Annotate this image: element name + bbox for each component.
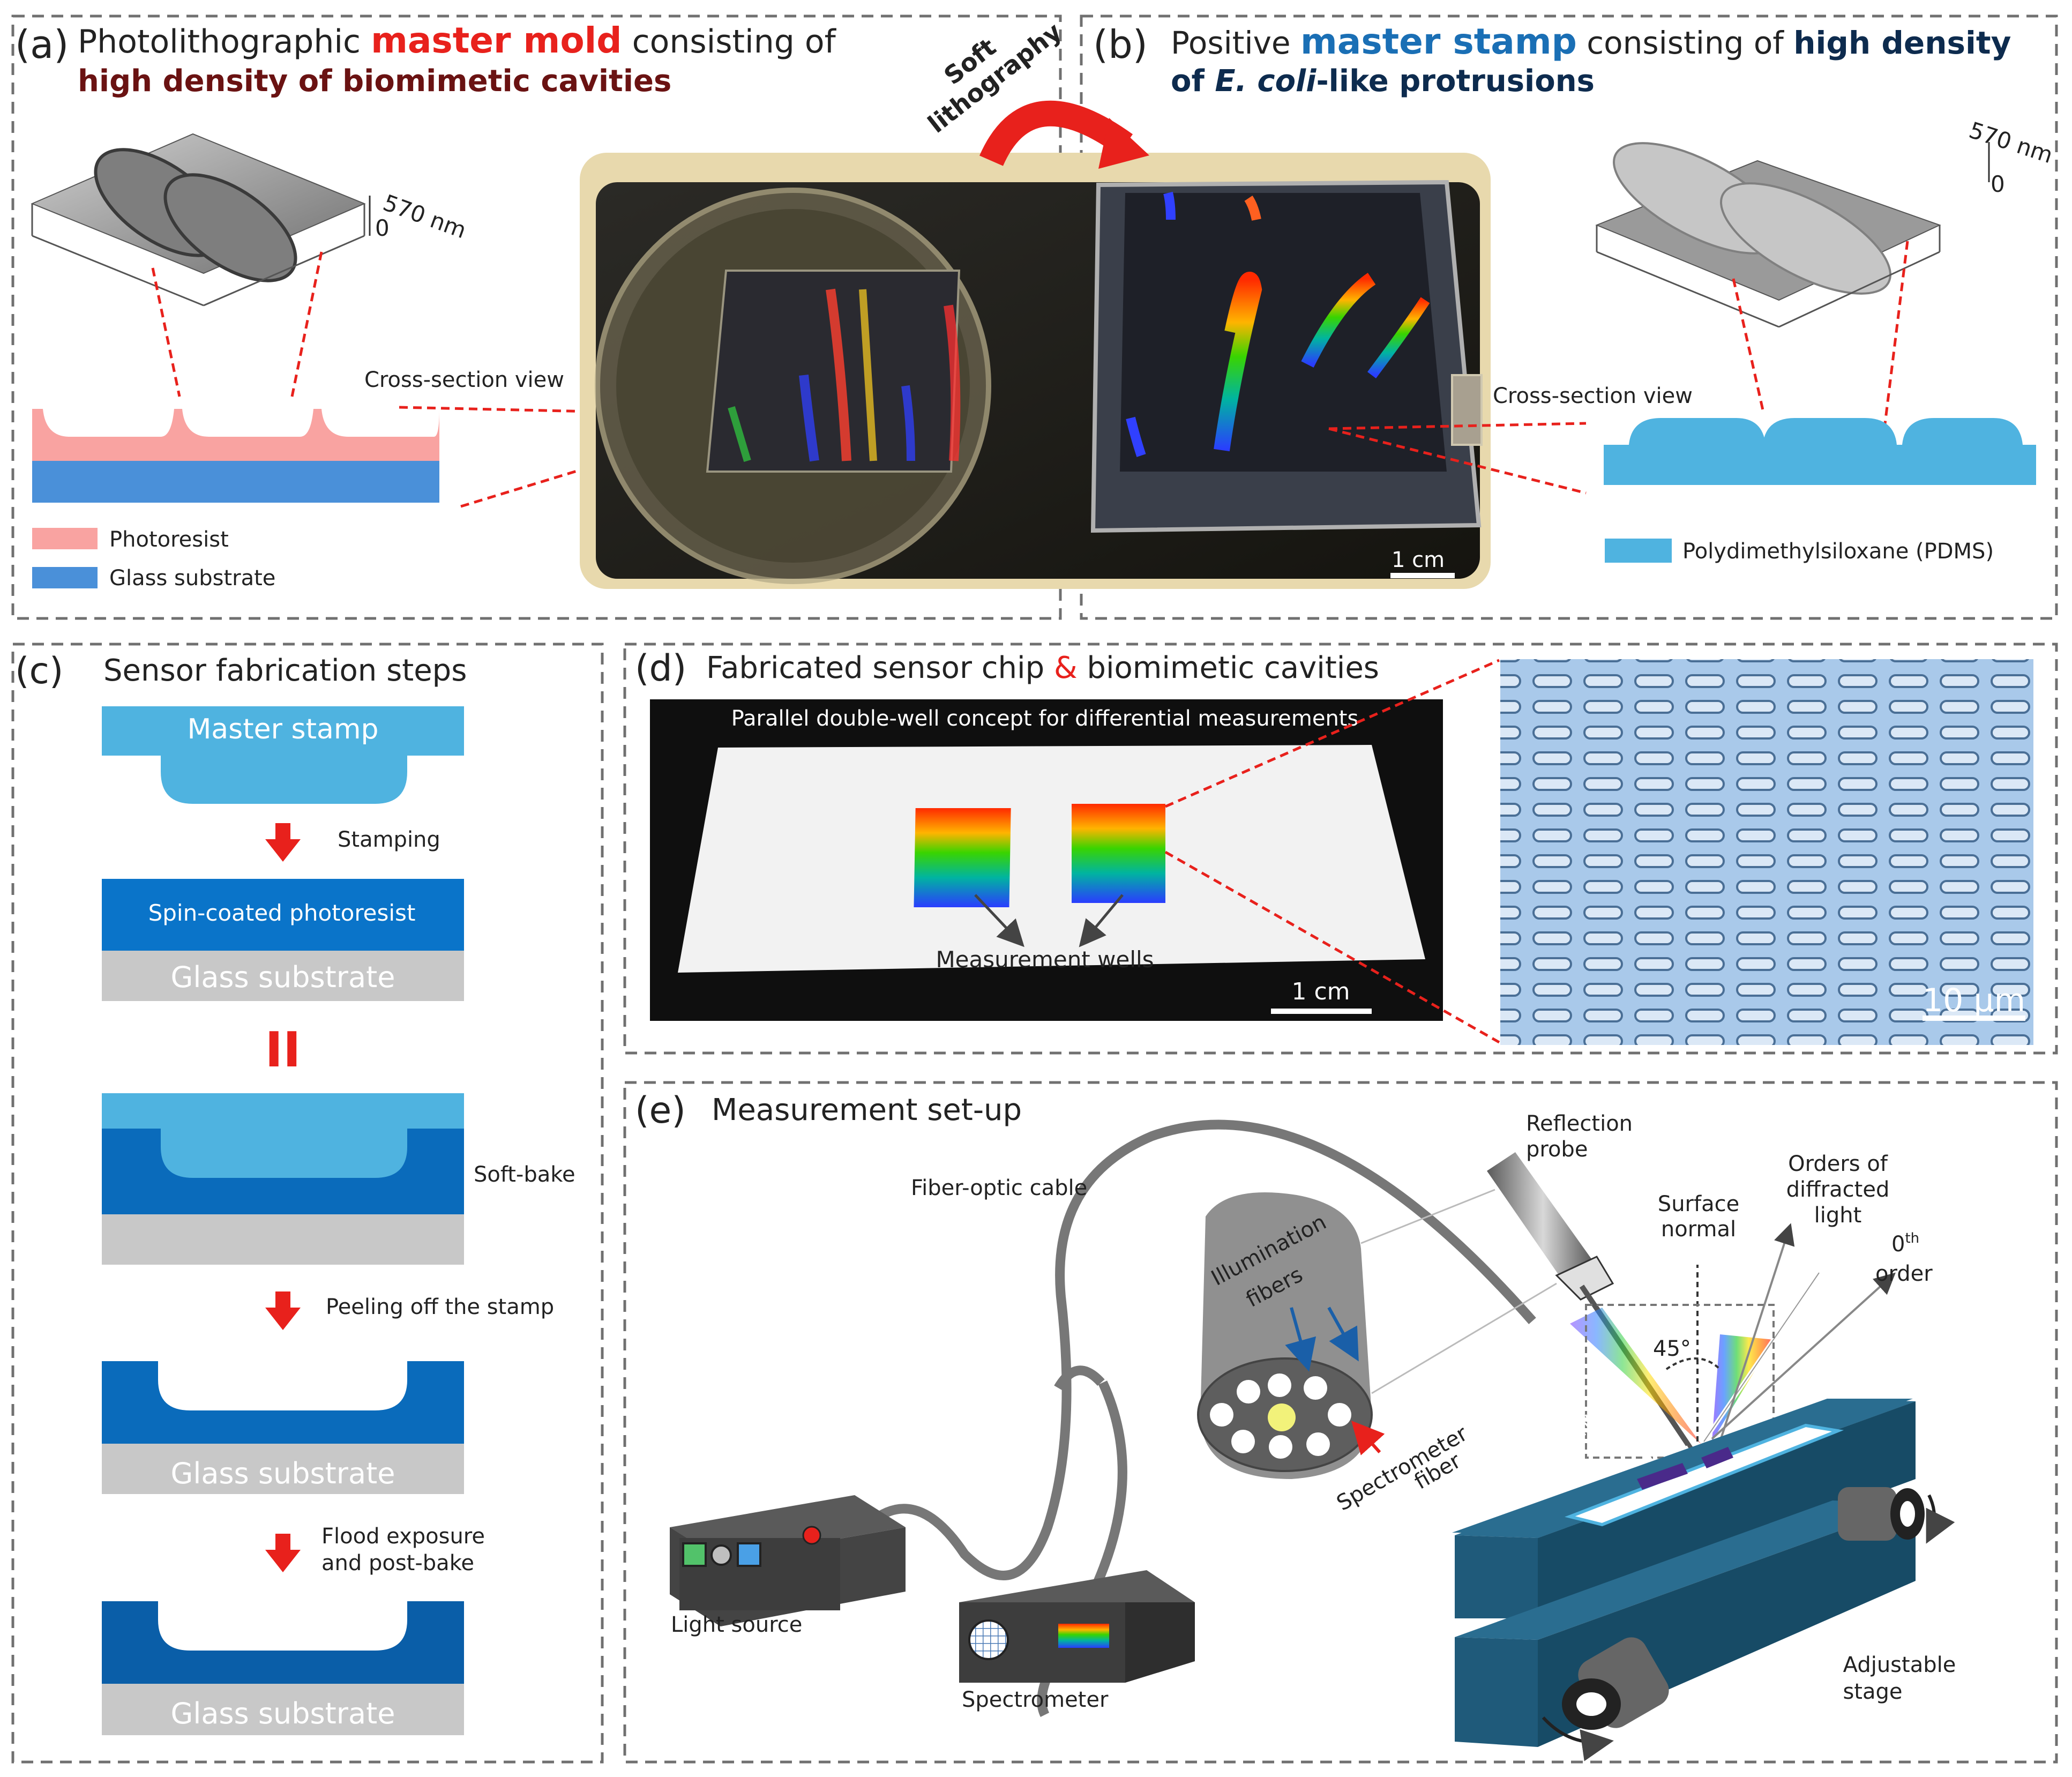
incident-beam	[1570, 1308, 1701, 1444]
angle-label: 45°	[1653, 1337, 1691, 1361]
afm-stamp-surface	[1595, 142, 1990, 328]
panel-b-zero-label: 0	[1991, 171, 2005, 197]
panel-b-height-label: 570 nm	[1966, 117, 2056, 168]
panel-a-letter: (a)	[15, 22, 69, 67]
equals-symbol: II	[265, 1022, 301, 1078]
stamp-cross-section	[1604, 418, 2036, 485]
master-stamp-label: Master stamp	[187, 713, 378, 745]
step-stamping-label: Stamping	[338, 827, 440, 852]
peeled-stack	[102, 1361, 464, 1494]
panel-b-border	[1080, 14, 2058, 620]
panel-d-border	[623, 643, 2058, 1055]
fiber-bundle-end-view	[1197, 1189, 1557, 1479]
panel-b-title-line2: of E. coli-like protrusions	[1171, 64, 1595, 99]
panel-e-letter: (e)	[635, 1089, 686, 1132]
panel-c-title: Sensor fabrication steps	[103, 653, 467, 688]
spin-coated-label: Spin-coated photoresist	[148, 900, 416, 926]
glass-label-3: Glass substrate	[170, 1697, 395, 1730]
well-right	[1072, 804, 1165, 903]
arrow-flood	[265, 1534, 301, 1572]
spin-coat-stack	[102, 879, 464, 1001]
legend-glass-label: Glass substrate	[109, 566, 275, 591]
panel-a: (a) Photolithographic master mold consis…	[15, 20, 837, 591]
well-left	[914, 808, 1011, 907]
legend-photoresist-label: Photoresist	[109, 527, 229, 552]
photo-caption: Parallel double-well concept for differe…	[731, 706, 1359, 731]
legend-pdms-label: Polydimethylsiloxane (PDMS)	[1682, 539, 1994, 564]
arrow-peel	[265, 1291, 301, 1330]
adjustable-stage	[1452, 1399, 1955, 1761]
spectrometer-box	[959, 1570, 1195, 1683]
fiber-optic-cable	[876, 1119, 1536, 1580]
final-stack	[102, 1601, 464, 1735]
photo-ab-scalebar: 1 cm	[1392, 548, 1445, 572]
step-flood-label-1: Flood exposure	[321, 1524, 485, 1549]
step-softbake-label: Soft-bake	[474, 1162, 575, 1187]
micro-scalebar: 10 μm	[1923, 982, 2025, 1019]
step-flood-label-2: and post-bake	[321, 1551, 474, 1576]
panel-a-height-label: 570 nm	[380, 189, 470, 243]
legend-pdms-swatch	[1605, 539, 1672, 563]
panel-b-title: Positive master stamp consisting of high…	[1171, 21, 2011, 62]
spectrometer-label: Spectrometer	[962, 1688, 1109, 1712]
surface-normal-label-2: normal	[1661, 1217, 1736, 1242]
reflection-probe-label-1: Reflection	[1526, 1111, 1633, 1136]
zeroth-order-word: order	[1875, 1261, 1933, 1286]
wells-label: Measurement wells	[936, 946, 1154, 973]
light-source-box	[670, 1495, 906, 1626]
orders-label-1: Orders of	[1788, 1152, 1888, 1176]
zeroth-order-label: 0th	[1891, 1230, 1919, 1257]
orders-label-2: diffracted	[1786, 1177, 1890, 1202]
glass-label-1: Glass substrate	[170, 960, 395, 994]
panel-d: (d) Fabricated sensor chip & biomimetic …	[635, 647, 2033, 1045]
panel-e-title: Measurement set-up	[712, 1093, 1022, 1128]
panel-b: (b) Positive master stamp consisting of …	[1093, 21, 2056, 564]
panel-c-border	[11, 643, 604, 1764]
chip-scalebar: 1 cm	[1291, 978, 1350, 1005]
glass-label-2: Glass substrate	[170, 1457, 395, 1490]
orders-label-3: light	[1814, 1203, 1862, 1228]
panel-d-title: Fabricated sensor chip & biomimetic cavi…	[706, 651, 1379, 685]
mold-cross-section	[32, 409, 439, 503]
master-stamp-diagram	[102, 706, 464, 804]
panel-a-cross-section-label: Cross-section view	[364, 368, 564, 392]
stage-label-2: stage	[1843, 1679, 1902, 1704]
surface-normal-label-1: Surface	[1658, 1192, 1739, 1216]
step-peel-label: Peeling off the stamp	[326, 1295, 554, 1319]
panel-b-letter: (b)	[1093, 22, 1148, 67]
panel-a-border	[11, 14, 1062, 620]
arrow-stamping	[265, 823, 301, 862]
panel-e-border	[623, 1081, 2058, 1764]
panel-b-cross-section-label: Cross-section view	[1493, 384, 1693, 408]
legend-glass-swatch	[32, 567, 98, 588]
soft-bake-stack	[102, 1093, 464, 1265]
legend-photoresist-swatch	[32, 528, 98, 549]
cavity-micrograph	[1500, 659, 2033, 1045]
mold-and-stamp-photo: 1 cm Soft lithography	[580, 17, 1491, 589]
panel-d-letter: (d)	[635, 647, 686, 690]
fiber-cable-label: Fiber-optic cable	[911, 1176, 1087, 1200]
panel-e: (e) Measurement set-up Light source S	[635, 1089, 1956, 1761]
stage-label-1: Adjustable	[1843, 1653, 1956, 1677]
panel-c-letter: (c)	[15, 650, 63, 692]
panel-c: (c) Sensor fabrication steps Master stam…	[15, 650, 575, 1735]
light-source-label: Light source	[671, 1612, 802, 1637]
panel-a-zero-label: 0	[375, 215, 390, 241]
panel-a-title: Photolithographic master mold consisting…	[78, 20, 837, 61]
afm-mold-surface	[31, 133, 371, 307]
reflection-probe-label-2: probe	[1526, 1137, 1588, 1162]
panel-a-title-line2: high density of biomimetic cavities	[78, 64, 671, 99]
